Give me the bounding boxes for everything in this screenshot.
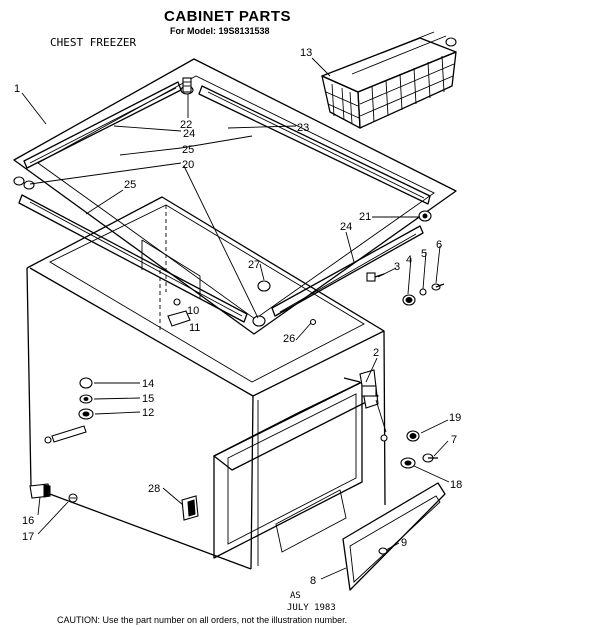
plug-27 [257, 280, 271, 292]
callout-28: 28 [148, 483, 160, 495]
grommet-19 [406, 430, 420, 442]
corner-piece-bottom [252, 315, 266, 327]
callout-9: 9 [401, 537, 407, 549]
grommet-4 [402, 294, 416, 306]
screw-6 [431, 283, 445, 291]
callout-10: 10 [187, 305, 199, 317]
caution-note: CAUTION: Use the part number on all orde… [57, 615, 347, 625]
bracket-10 [167, 298, 191, 327]
screw-3 [366, 272, 385, 282]
callout-18: 18 [450, 479, 462, 491]
callout-6: 6 [436, 239, 442, 251]
footer-date: JULY 1983 [287, 603, 336, 613]
callout-5: 5 [421, 248, 427, 260]
leveling-leg-16 [29, 483, 51, 499]
callout-numbers: 1 13 22 24 23 25 20 25 21 24 3 4 5 6 27 … [14, 47, 462, 587]
callout-8: 8 [310, 575, 316, 587]
callout-20: 20 [182, 159, 194, 171]
thermostat-28 [181, 495, 199, 521]
product-label: CHEST FREEZER [50, 36, 136, 49]
hinge [343, 369, 388, 442]
key-7 [422, 453, 438, 463]
callout-25a: 25 [182, 144, 194, 156]
callout-24a: 24 [183, 128, 195, 140]
callout-12: 12 [142, 407, 154, 419]
callout-16: 16 [22, 515, 34, 527]
callout-19: 19 [449, 412, 461, 424]
compressor-compartment [213, 381, 379, 559]
callout-4: 4 [406, 254, 412, 266]
callout-14: 14 [142, 378, 154, 390]
leader-lines [21, 57, 450, 580]
breaker-strip-bottom-right [271, 225, 424, 317]
drain-plug-12 [78, 408, 94, 420]
breaker-strip-top-right [198, 85, 431, 205]
drain-tube [141, 239, 201, 330]
screw-26 [309, 318, 317, 326]
cabinet-body [26, 196, 386, 570]
callout-17: 17 [22, 531, 34, 543]
callout-1: 1 [14, 83, 20, 95]
diagram-title: CABINET PARTS [164, 8, 291, 25]
breaker-strip-bottom-left [18, 194, 248, 323]
lock-18 [400, 457, 416, 469]
callout-11: 11 [189, 322, 200, 334]
drain-washer-15 [79, 394, 93, 404]
kick-plate [342, 482, 446, 591]
callout-2: 2 [373, 347, 379, 359]
callout-21: 21 [359, 211, 371, 223]
callout-26: 26 [283, 333, 295, 345]
model-line: For Model: 19S8131538 [170, 26, 270, 36]
callout-23: 23 [297, 122, 309, 134]
breaker-strip-top-left [23, 81, 182, 169]
lid-frame [13, 58, 457, 335]
callout-15: 15 [142, 393, 154, 405]
callout-22: 22 [180, 119, 192, 131]
callout-13: 13 [300, 47, 312, 59]
corner-piece-right [418, 210, 432, 222]
corner-piece-left [13, 176, 35, 190]
screw-17 [68, 493, 78, 503]
callout-7: 7 [451, 434, 457, 446]
callout-25b: 25 [124, 179, 136, 191]
screw-9 [378, 547, 388, 555]
callout-3: 3 [394, 261, 400, 273]
storage-basket [321, 31, 457, 129]
corner-piece-top [180, 77, 194, 95]
callout-27: 27 [248, 259, 260, 271]
drain-tube-lower [44, 425, 87, 444]
drain-cap-14 [79, 377, 93, 389]
callout-24b: 24 [340, 221, 352, 233]
footer-code: AS [290, 591, 301, 601]
washer-5 [419, 288, 427, 296]
